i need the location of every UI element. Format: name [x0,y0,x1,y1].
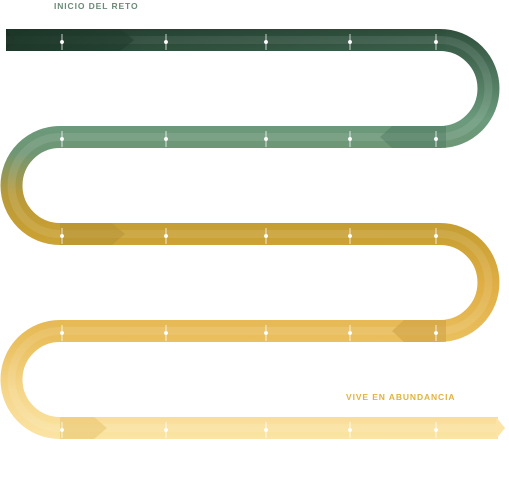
chevron-right-icon [60,417,107,439]
road-path [0,29,500,439]
chevron-right-icon [60,223,125,245]
road-lane [6,36,498,432]
segment-chevrons [6,29,446,439]
arrow-tip-icon [496,417,505,439]
chevron-left-icon [392,320,446,342]
start-label: INICIO DEL RETO [54,1,139,11]
chevron-left-icon [380,126,446,148]
end-label: VIVE EN ABUNDANCIA [346,392,456,402]
chevron-right-icon [6,29,134,51]
road-ticks [59,34,439,438]
